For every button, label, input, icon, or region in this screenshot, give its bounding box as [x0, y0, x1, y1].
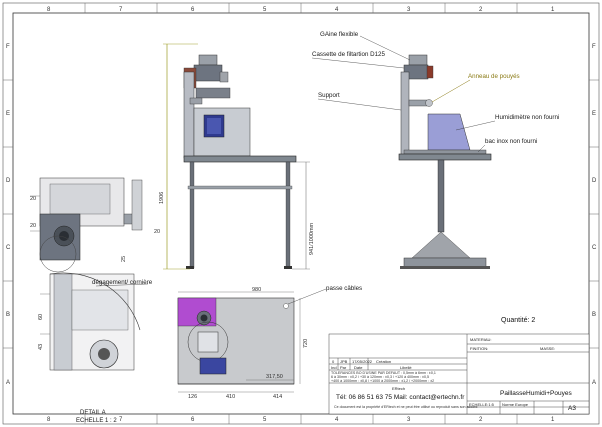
dim-bottom-126: 126	[188, 394, 197, 400]
tb-rev-author: JPB	[340, 359, 348, 364]
tb-drawing-title: PaillasseHumidi+Pouyes	[500, 390, 572, 397]
dim-front-height: 1906	[159, 192, 165, 204]
zone-bottom-2: 2	[479, 417, 483, 423]
dim-side-height: 941/1000mm	[309, 222, 315, 255]
zone-top-3: 3	[407, 7, 411, 13]
plan-view-top	[177, 291, 301, 393]
tb-notice: Ce document est la propriété d'ERtech et…	[334, 405, 477, 409]
zone-bottom-1: 1	[551, 417, 555, 423]
side-leaders	[311, 35, 496, 153]
callout-passe-cables: passe câbles	[326, 285, 362, 292]
zone-top-2: 2	[479, 7, 483, 13]
tb-hdr-libelle: Libellé	[400, 365, 412, 370]
zone-bottom-5: 5	[263, 417, 267, 423]
tb-hdr-ind: Ind	[331, 365, 337, 370]
detail-label: DETAIL A	[80, 410, 106, 416]
dim-top-offset: 317,50	[266, 374, 283, 380]
zone-bottom-4: 4	[335, 417, 339, 423]
tb-tolerances-1: TOLERANCES BO D'USINE PAR DEFAUT : 0,5mm…	[331, 371, 436, 375]
tb-tolerances-3: +400 à 1000mm : ±0,8 / +1000 à 2000mm : …	[331, 379, 434, 383]
zone-top-7: 7	[119, 7, 123, 13]
dim-left-60: 60	[38, 314, 44, 320]
degagement-leader	[95, 283, 149, 287]
dim-left-20c: 20	[154, 229, 160, 235]
anneau-leader	[431, 79, 471, 103]
zone-right-c: C	[592, 245, 597, 251]
tb-norme: Norme Europe	[502, 402, 529, 407]
front-view	[163, 43, 310, 270]
dim-top-depth: 720	[303, 339, 309, 348]
tb-rev-date: 17/05/2022	[352, 359, 373, 364]
title-block	[328, 333, 590, 415]
dim-top-width: 980	[252, 287, 261, 293]
zone-right-b: B	[592, 312, 596, 318]
zone-top-1: 1	[551, 7, 555, 13]
callout-anneau: Anneau de pouyés	[468, 73, 520, 80]
callout-humidimetre: Humidimètre non fourni	[495, 114, 559, 121]
zone-left-a: A	[6, 380, 10, 386]
zone-left-e: E	[6, 111, 10, 117]
tb-hdr-par: Par	[340, 365, 347, 370]
dim-left-43: 43	[38, 344, 44, 350]
callout-cassette: Cassette de filtartion D125	[312, 51, 385, 58]
callout-bac: bac inox non fourni	[485, 138, 537, 145]
side-view	[398, 54, 492, 269]
callout-degagement: dégagement/ cornière	[92, 279, 153, 286]
zone-bottom-7: 7	[119, 417, 123, 423]
zone-ticks	[3, 3, 599, 424]
tb-rev-text: Création	[376, 359, 391, 364]
tb-rev-index: 0	[332, 359, 335, 364]
zone-right-d: D	[592, 178, 597, 184]
dim-bottom-410: 410	[226, 394, 235, 400]
dim-bottom-414: 414	[273, 394, 282, 400]
zone-right-a: A	[592, 380, 596, 386]
quantity-label: Quantité: 2	[501, 317, 535, 324]
zone-left-d: D	[6, 178, 11, 184]
dim-left-25: 25	[121, 256, 127, 262]
tb-materiau: MATERIAU:	[470, 337, 491, 342]
plan-view-left	[30, 177, 143, 273]
tb-echelle: ECHELLE:1:5	[469, 402, 495, 407]
tb-hdr-date: Date	[354, 365, 363, 370]
tb-tolerances-2: 6 à 30mm : ±0,2 / +30 à 120mm : ±0,3 / +…	[331, 375, 429, 379]
zone-top-6: 6	[191, 7, 195, 13]
tb-company: ERtech	[392, 386, 405, 391]
zone-top-8: 8	[47, 7, 51, 13]
tb-masse: MASSE:	[540, 346, 555, 351]
zone-bottom-3: 3	[407, 417, 411, 423]
zone-top-4: 4	[335, 7, 339, 13]
zone-top-5: 5	[263, 7, 267, 13]
passe-leader	[287, 288, 327, 305]
tb-contact: Tél: 06 86 51 63 75 Mail: contact@ertech…	[336, 394, 465, 401]
detail-a	[40, 272, 141, 371]
zone-left-b: B	[6, 312, 10, 318]
callout-support: Support	[318, 92, 340, 99]
detail-scale: ECHELLE 1 : 2	[76, 418, 117, 424]
tb-finition: FINITION:	[470, 346, 488, 351]
tb-format: A3	[568, 405, 576, 412]
zone-bottom-8: 8	[47, 417, 51, 423]
zone-left-c: C	[6, 245, 11, 251]
dim-left-20a: 20	[30, 196, 36, 202]
dim-left-20b: 20	[30, 223, 36, 229]
zone-bottom-6: 6	[191, 417, 195, 423]
zone-left-f: F	[6, 44, 10, 50]
zone-right-f: F	[592, 44, 596, 50]
callout-gaine: GAine flexible	[320, 31, 359, 38]
zone-right-e: E	[592, 111, 596, 117]
